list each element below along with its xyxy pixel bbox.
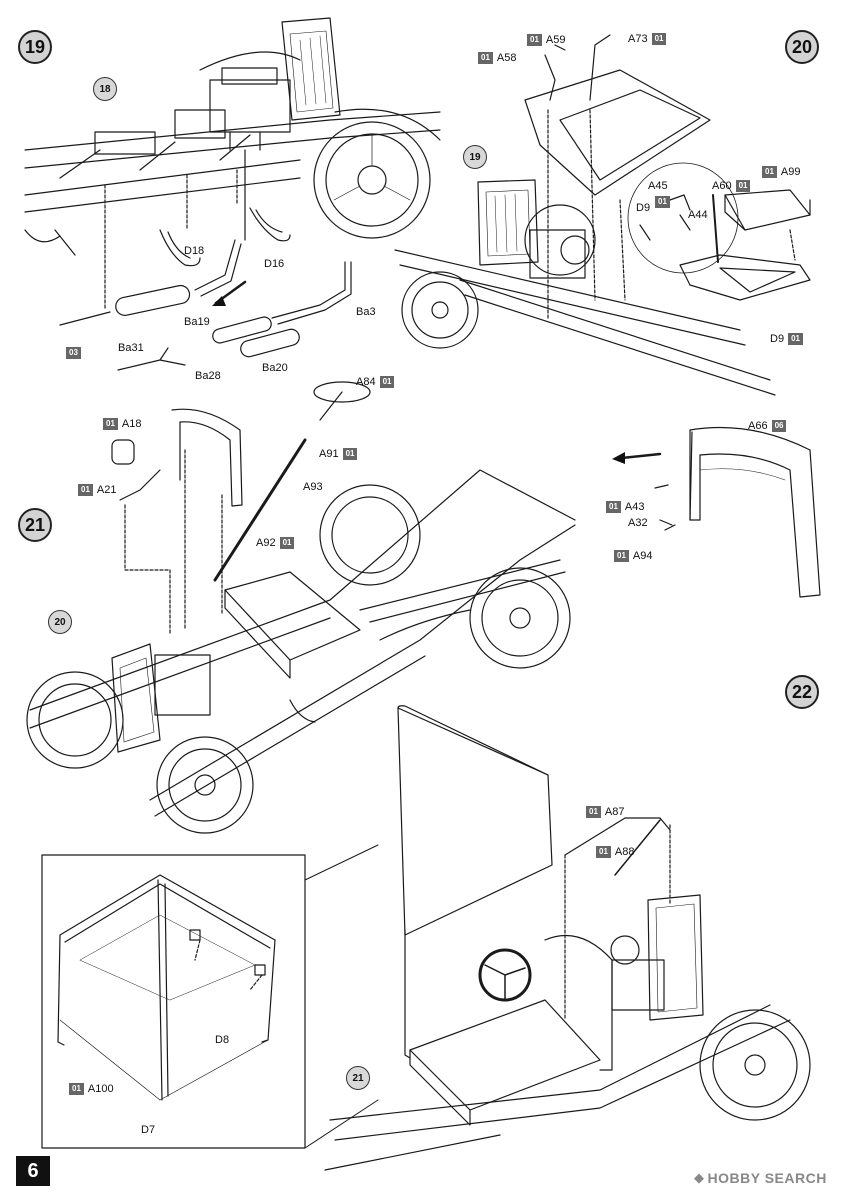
step21-chassis-cab bbox=[26, 381, 821, 834]
step19-arrowhead bbox=[212, 296, 226, 306]
watermark-text: HOBBY SEARCH bbox=[707, 1170, 827, 1186]
ref-step-19-badge: 19 bbox=[463, 145, 487, 169]
ref-step-18-badge: 18 bbox=[93, 77, 117, 101]
sprue-01-detail: 01 bbox=[655, 196, 670, 208]
step-20-badge: 20 bbox=[785, 30, 819, 64]
page-number: 6 bbox=[16, 1156, 50, 1186]
part-label-D9-detail: D9 bbox=[636, 202, 651, 214]
part-label-D7: D7 bbox=[141, 1124, 156, 1136]
step20-chassis-body bbox=[394, 34, 811, 396]
step19-chassis-front bbox=[24, 17, 441, 371]
part-label-A45: A45 bbox=[648, 180, 668, 192]
detail-inset-box bbox=[41, 854, 306, 1149]
step22-cab-assembly bbox=[304, 705, 811, 1171]
hobby-search-logo-icon: ◆ bbox=[694, 1170, 705, 1185]
part-label-D8: D8 bbox=[215, 1034, 230, 1046]
step21-arrow bbox=[620, 452, 662, 460]
sprue-03-exhaust: 03 bbox=[66, 347, 81, 359]
watermark: ◆ HOBBY SEARCH bbox=[694, 1170, 827, 1186]
part-label-A44: A44 bbox=[688, 209, 708, 221]
ref-step-21-badge: 21 bbox=[346, 1066, 370, 1090]
part-label-D16: D16 bbox=[264, 258, 285, 270]
part-label-A32: A32 bbox=[628, 517, 648, 529]
part-label-Ba19: Ba19 bbox=[184, 316, 210, 328]
step-19-badge: 19 bbox=[18, 30, 52, 64]
part-label-Ba28: Ba28 bbox=[195, 370, 221, 382]
step21-arrowhead bbox=[612, 452, 625, 464]
part-label-Ba3: Ba3 bbox=[356, 306, 376, 318]
part-label-Ba20: Ba20 bbox=[262, 362, 288, 374]
ref-step-20-badge: 20 bbox=[48, 610, 72, 634]
detail-cab-frame bbox=[57, 874, 276, 1101]
step-22-badge: 22 bbox=[785, 675, 819, 709]
part-label-Ba31: Ba31 bbox=[118, 342, 144, 354]
step-21-badge: 21 bbox=[18, 508, 52, 542]
part-label-A93: A93 bbox=[303, 481, 323, 493]
part-label-D18: D18 bbox=[184, 245, 205, 257]
